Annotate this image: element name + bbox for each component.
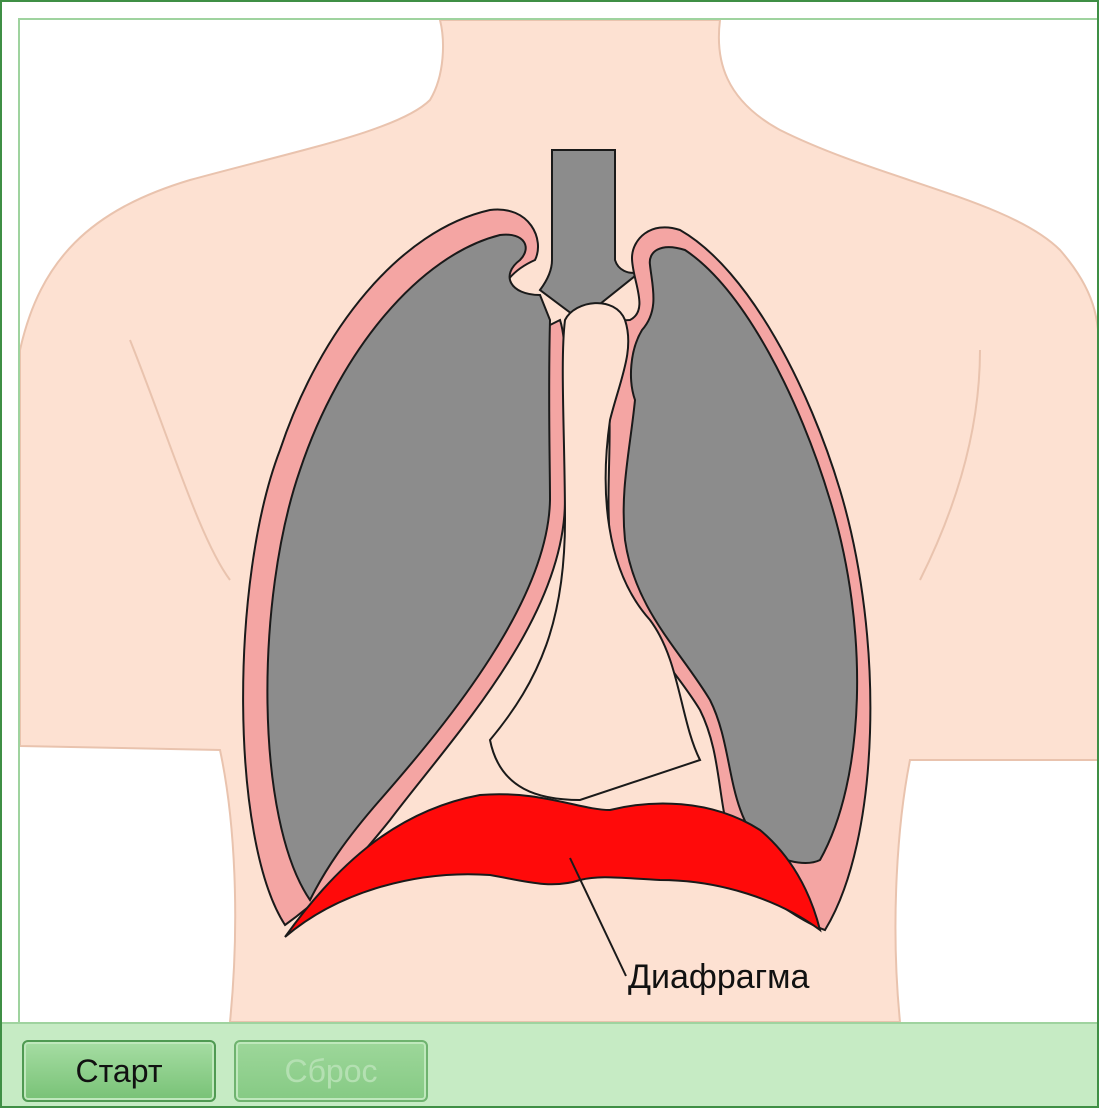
reset-button[interactable]: Сброс: [234, 1040, 428, 1102]
breathing-diagram: [20, 20, 1099, 1022]
diaphragm-label: Диафрагма: [628, 958, 809, 997]
start-button[interactable]: Старт: [22, 1040, 216, 1102]
diagram-canvas: Диафрагма: [18, 18, 1099, 1022]
control-toolbar: Старт Сброс: [2, 1022, 1097, 1108]
